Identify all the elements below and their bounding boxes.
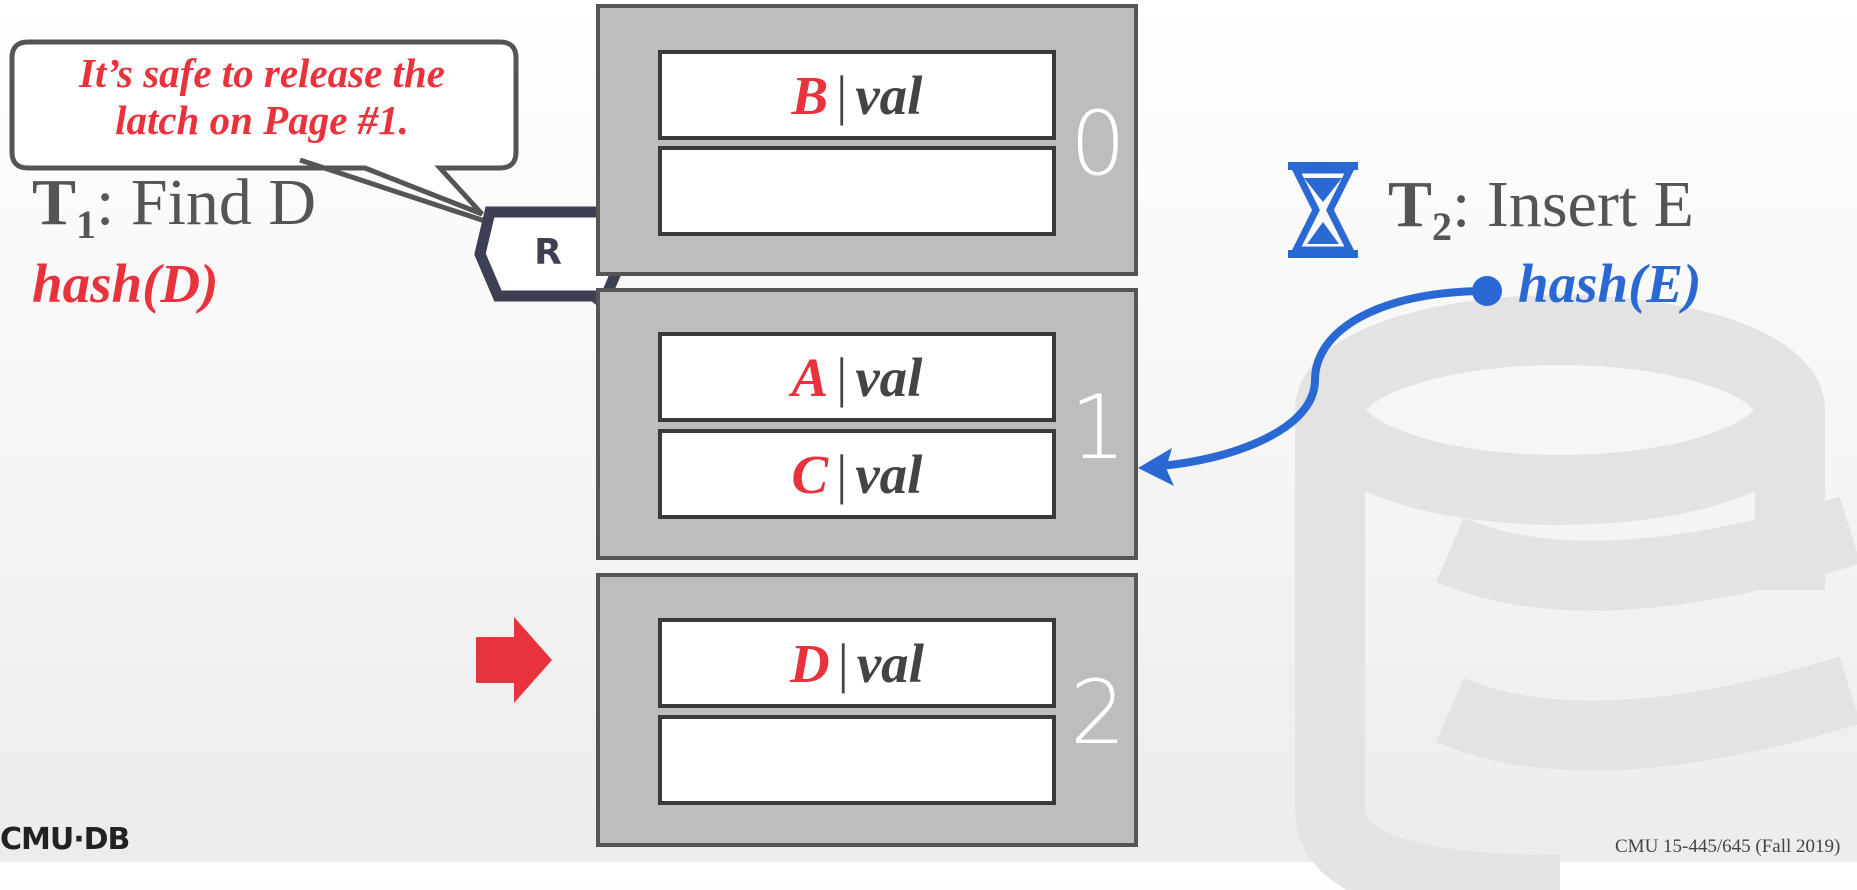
t1-rest: : Find D: [96, 166, 317, 239]
t2-title: T2: Insert E: [1388, 172, 1694, 247]
page-number: 1: [1070, 376, 1126, 479]
slot-separator: |: [836, 64, 848, 126]
page-number: 2: [1070, 661, 1126, 764]
page-0-slot-0: B|val: [658, 50, 1056, 140]
current-page-arrow-icon: [476, 617, 552, 703]
slot-key: C: [791, 443, 829, 505]
t2-rest: : Insert E: [1452, 168, 1694, 241]
hash-page-0: B|val 0: [596, 4, 1138, 276]
course-footer: CMU 15-445/645 (Fall 2019): [1615, 836, 1841, 857]
t2-subscript: 2: [1432, 204, 1453, 249]
callout-bubble: [9, 39, 519, 217]
callout-text: It’s safe to release the latch on Page #…: [22, 50, 502, 144]
hash-page-1: A|val C|val 1: [596, 288, 1138, 560]
slot-key: A: [791, 346, 829, 408]
slot-key: D: [790, 632, 830, 694]
slot-separator: |: [837, 632, 849, 694]
t1-prefix: T: [32, 166, 77, 239]
page-2-slot-1: [658, 715, 1056, 805]
t1-subscript: 1: [76, 202, 97, 247]
t1-title: T1: Find D: [32, 170, 316, 245]
callout-line1: It’s safe to release the: [79, 50, 445, 96]
page-1-slot-1: C|val: [658, 429, 1056, 519]
page-2-slot-0: D|val: [658, 618, 1056, 708]
callout-line2: latch on Page #1.: [115, 97, 409, 143]
page-0-slot-1: [658, 146, 1056, 236]
hash-page-2: D|val 2: [596, 573, 1138, 847]
t2-prefix: T: [1388, 168, 1433, 241]
page-1-slot-0: A|val: [658, 332, 1056, 422]
hash-e-arrow: [1159, 287, 1488, 470]
slot-value: val: [855, 443, 923, 505]
hash-e-label: hash(E): [1518, 253, 1702, 314]
slot-value: val: [855, 346, 923, 408]
slot-value: val: [855, 64, 923, 126]
page-number: 0: [1070, 92, 1126, 195]
slot-value: val: [856, 632, 924, 694]
hash-d-label: hash(D): [32, 253, 219, 314]
slot-key: B: [791, 64, 829, 126]
latch-mode-label: R: [534, 232, 562, 273]
slot-separator: |: [836, 346, 848, 408]
cmu-db-logo: CMU·DB: [0, 822, 130, 857]
hourglass-icon: [1288, 162, 1358, 258]
slot-separator: |: [836, 443, 848, 505]
